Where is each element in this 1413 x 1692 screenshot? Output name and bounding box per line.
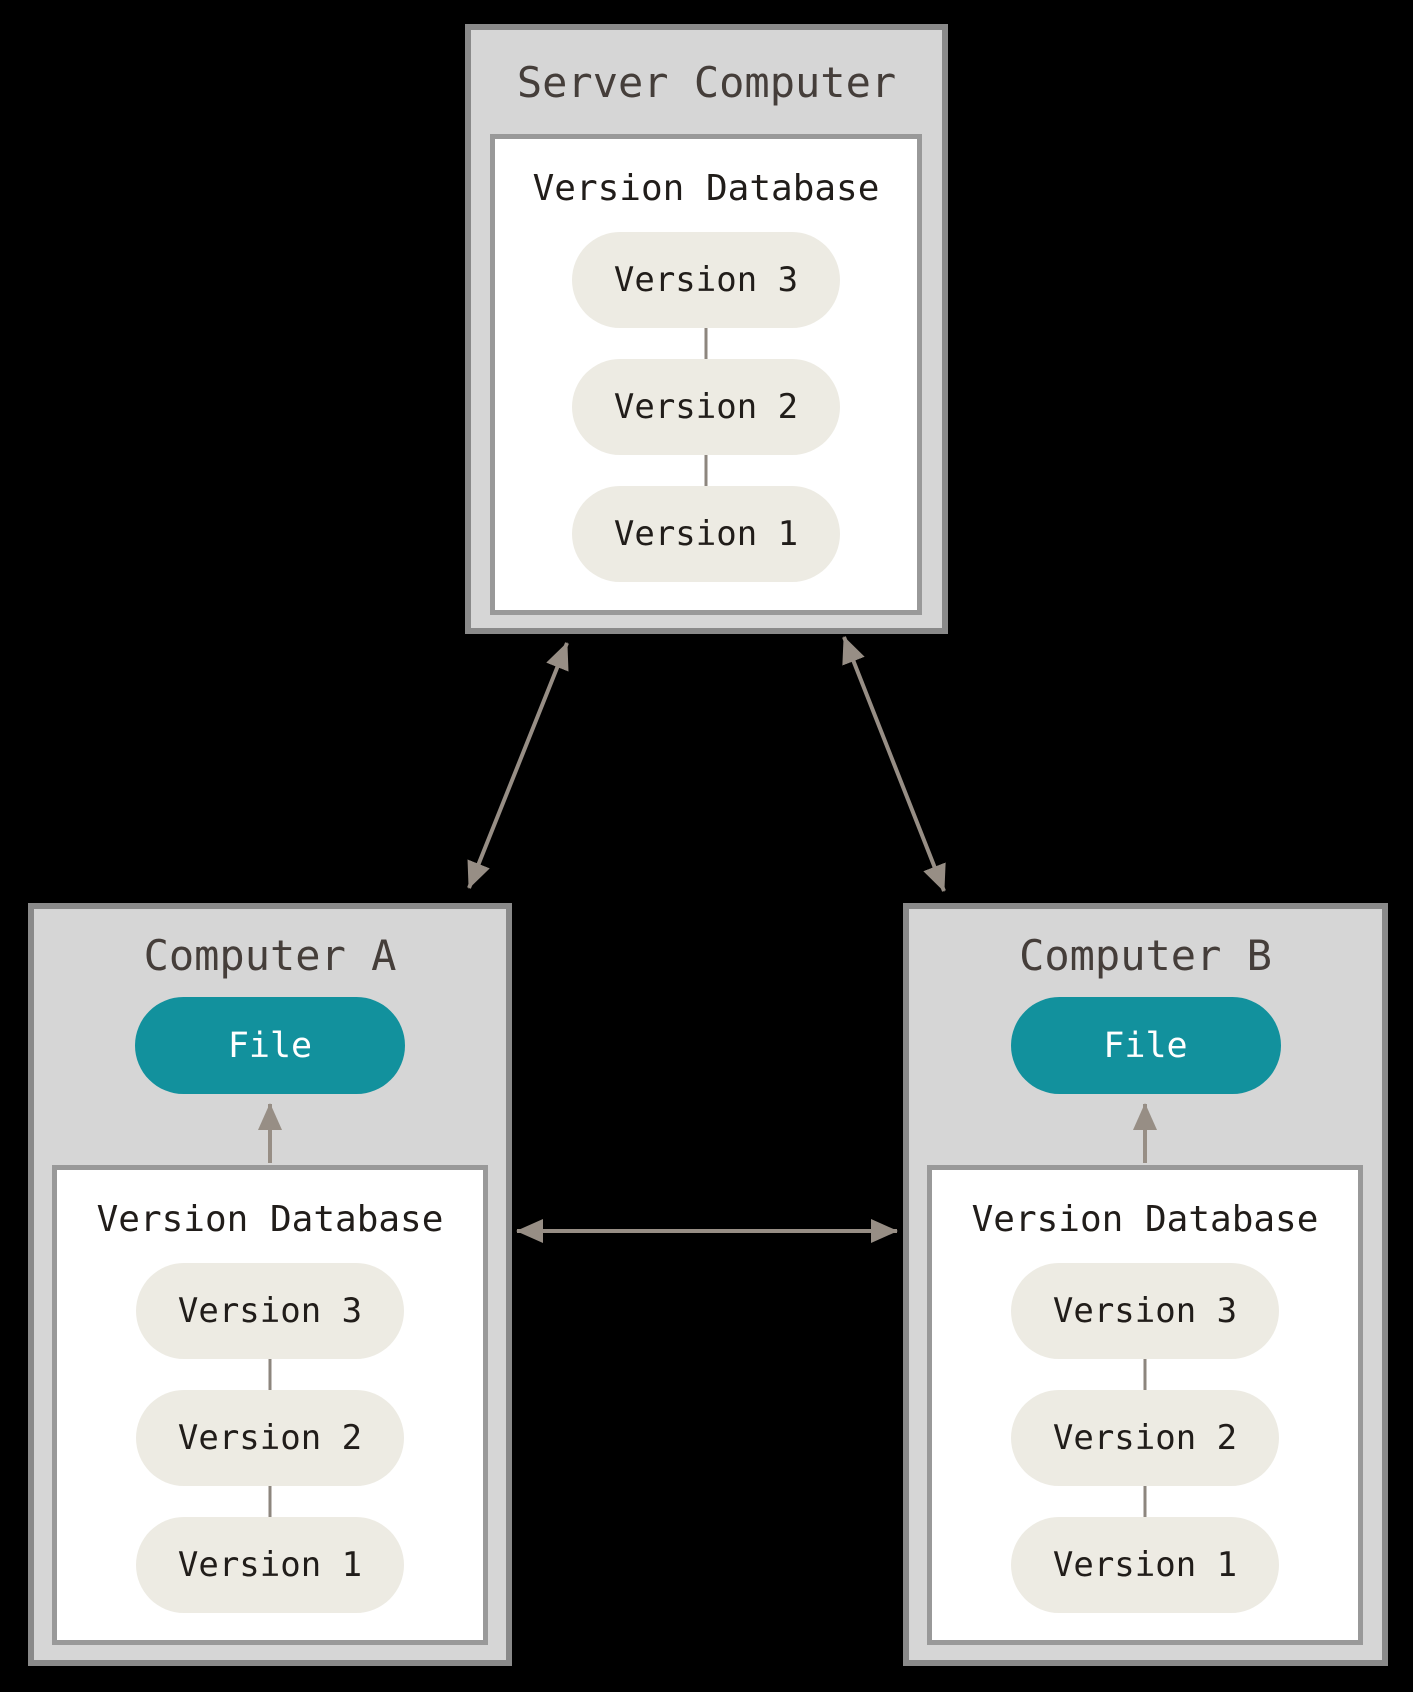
computer-a-version-database-title: Version Database xyxy=(96,1199,444,1240)
computer-b-box: Computer B File Version Database Version… xyxy=(903,903,1388,1666)
server-computer-title: Server Computer xyxy=(516,58,897,107)
computer-b-version-database-title: Version Database xyxy=(971,1199,1319,1240)
sync-arrow-server-computer-b xyxy=(842,636,946,892)
computer-b-file-pill: File xyxy=(1010,997,1281,1094)
computer-b-version-database-panel: Version Database Version 3 Version 2 Ver… xyxy=(927,1165,1363,1645)
computer-b-version-pill: Version 3 xyxy=(1011,1263,1279,1359)
computer-a-version-pill: Version 3 xyxy=(136,1263,404,1359)
computer-a-version-pill: Version 1 xyxy=(136,1517,404,1613)
computer-b-version-pill: Version 1 xyxy=(1011,1517,1279,1613)
computer-a-version-pill: Version 2 xyxy=(136,1390,404,1486)
pill-connector xyxy=(704,328,708,359)
server-computer-box: Server Computer Version Database Version… xyxy=(465,24,948,634)
pill-connector xyxy=(268,1486,272,1517)
server-version-database-panel: Version Database Version 3 Version 2 Ver… xyxy=(490,134,922,615)
server-version-database-title: Version Database xyxy=(532,168,880,209)
pill-connector xyxy=(1143,1486,1147,1517)
server-version-pill: Version 3 xyxy=(572,232,840,328)
pill-connector xyxy=(1143,1359,1147,1390)
pill-connector xyxy=(704,455,708,486)
server-version-pill: Version 2 xyxy=(572,359,840,455)
sync-arrow-server-computer-a xyxy=(467,642,569,889)
computer-b-version-pill: Version 2 xyxy=(1011,1390,1279,1486)
computer-a-title: Computer A xyxy=(143,931,397,980)
pill-connector xyxy=(268,1359,272,1390)
computer-a-box: Computer A File Version Database Version… xyxy=(28,903,512,1666)
computer-a-version-database-panel: Version Database Version 3 Version 2 Ver… xyxy=(52,1165,488,1645)
computer-b-title: Computer B xyxy=(1019,931,1272,980)
computer-a-file-pill: File xyxy=(135,997,405,1094)
server-version-pill: Version 1 xyxy=(572,486,840,582)
